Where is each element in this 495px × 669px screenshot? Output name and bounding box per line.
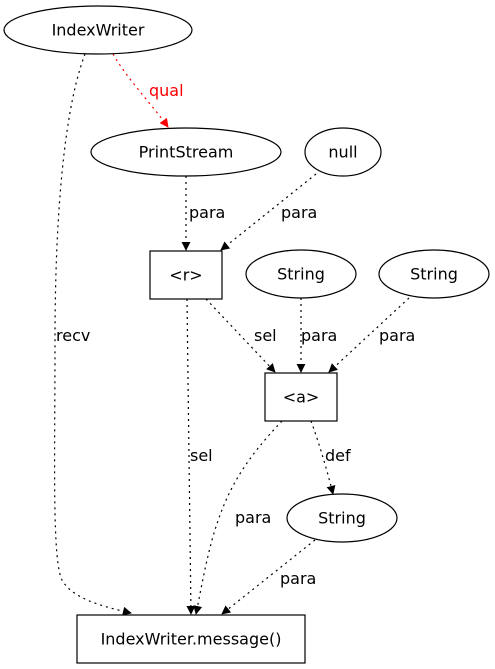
edge-label-para-printstream-r: para — [189, 203, 225, 222]
node-label-string-2: String — [410, 265, 458, 284]
node-label-string-1: String — [277, 265, 325, 284]
edge-label-recv: recv — [56, 326, 90, 345]
node-label-printstream: PrintStream — [139, 143, 234, 162]
node-printstream: PrintStream — [90, 127, 282, 177]
edge-label-para-string3-message: para — [280, 569, 316, 588]
node-indexwriter: IndexWriter — [3, 5, 193, 55]
edge-para-string3-message — [221, 539, 316, 615]
node-label-string-3: String — [318, 509, 366, 528]
node-string-1: String — [245, 249, 357, 299]
node-a: <a> — [264, 372, 338, 422]
node-string-2: String — [378, 249, 490, 299]
edge-label-para-string1-a: para — [301, 326, 337, 345]
node-label-r: <r> — [169, 266, 202, 285]
node-string-3: String — [286, 493, 398, 543]
nodes: IndexWriter PrintStream null <r> String … — [3, 5, 490, 664]
edge-para-null-r — [220, 173, 317, 251]
edge-label-para-string2-a: para — [379, 326, 415, 345]
edge-label-sel-r-a: sel — [254, 326, 277, 345]
node-label-a: <a> — [283, 388, 320, 407]
node-r: <r> — [149, 250, 223, 300]
edge-label-sel-r-message: sel — [190, 446, 213, 465]
edge-label-qual: qual — [149, 81, 184, 100]
edge-sel-r-message — [186, 298, 196, 615]
edge-para-string2-a — [328, 297, 410, 373]
edge-def-a-string3 — [310, 420, 336, 495]
edge-para-a-message — [193, 420, 283, 615]
node-null: null — [304, 127, 382, 177]
edge-label-para-a-message: para — [235, 508, 271, 527]
node-message: IndexWriter.message() — [76, 614, 306, 664]
edges: qual recv para para sel para para sel de… — [53, 53, 415, 616]
node-label-null: null — [328, 143, 357, 162]
node-label-message: IndexWriter.message() — [101, 630, 282, 649]
edge-label-def-a-string3: def — [325, 446, 351, 465]
node-label-indexwriter: IndexWriter — [52, 21, 145, 40]
edge-label-para-null-r: para — [281, 203, 317, 222]
edge-recv — [53, 53, 132, 616]
